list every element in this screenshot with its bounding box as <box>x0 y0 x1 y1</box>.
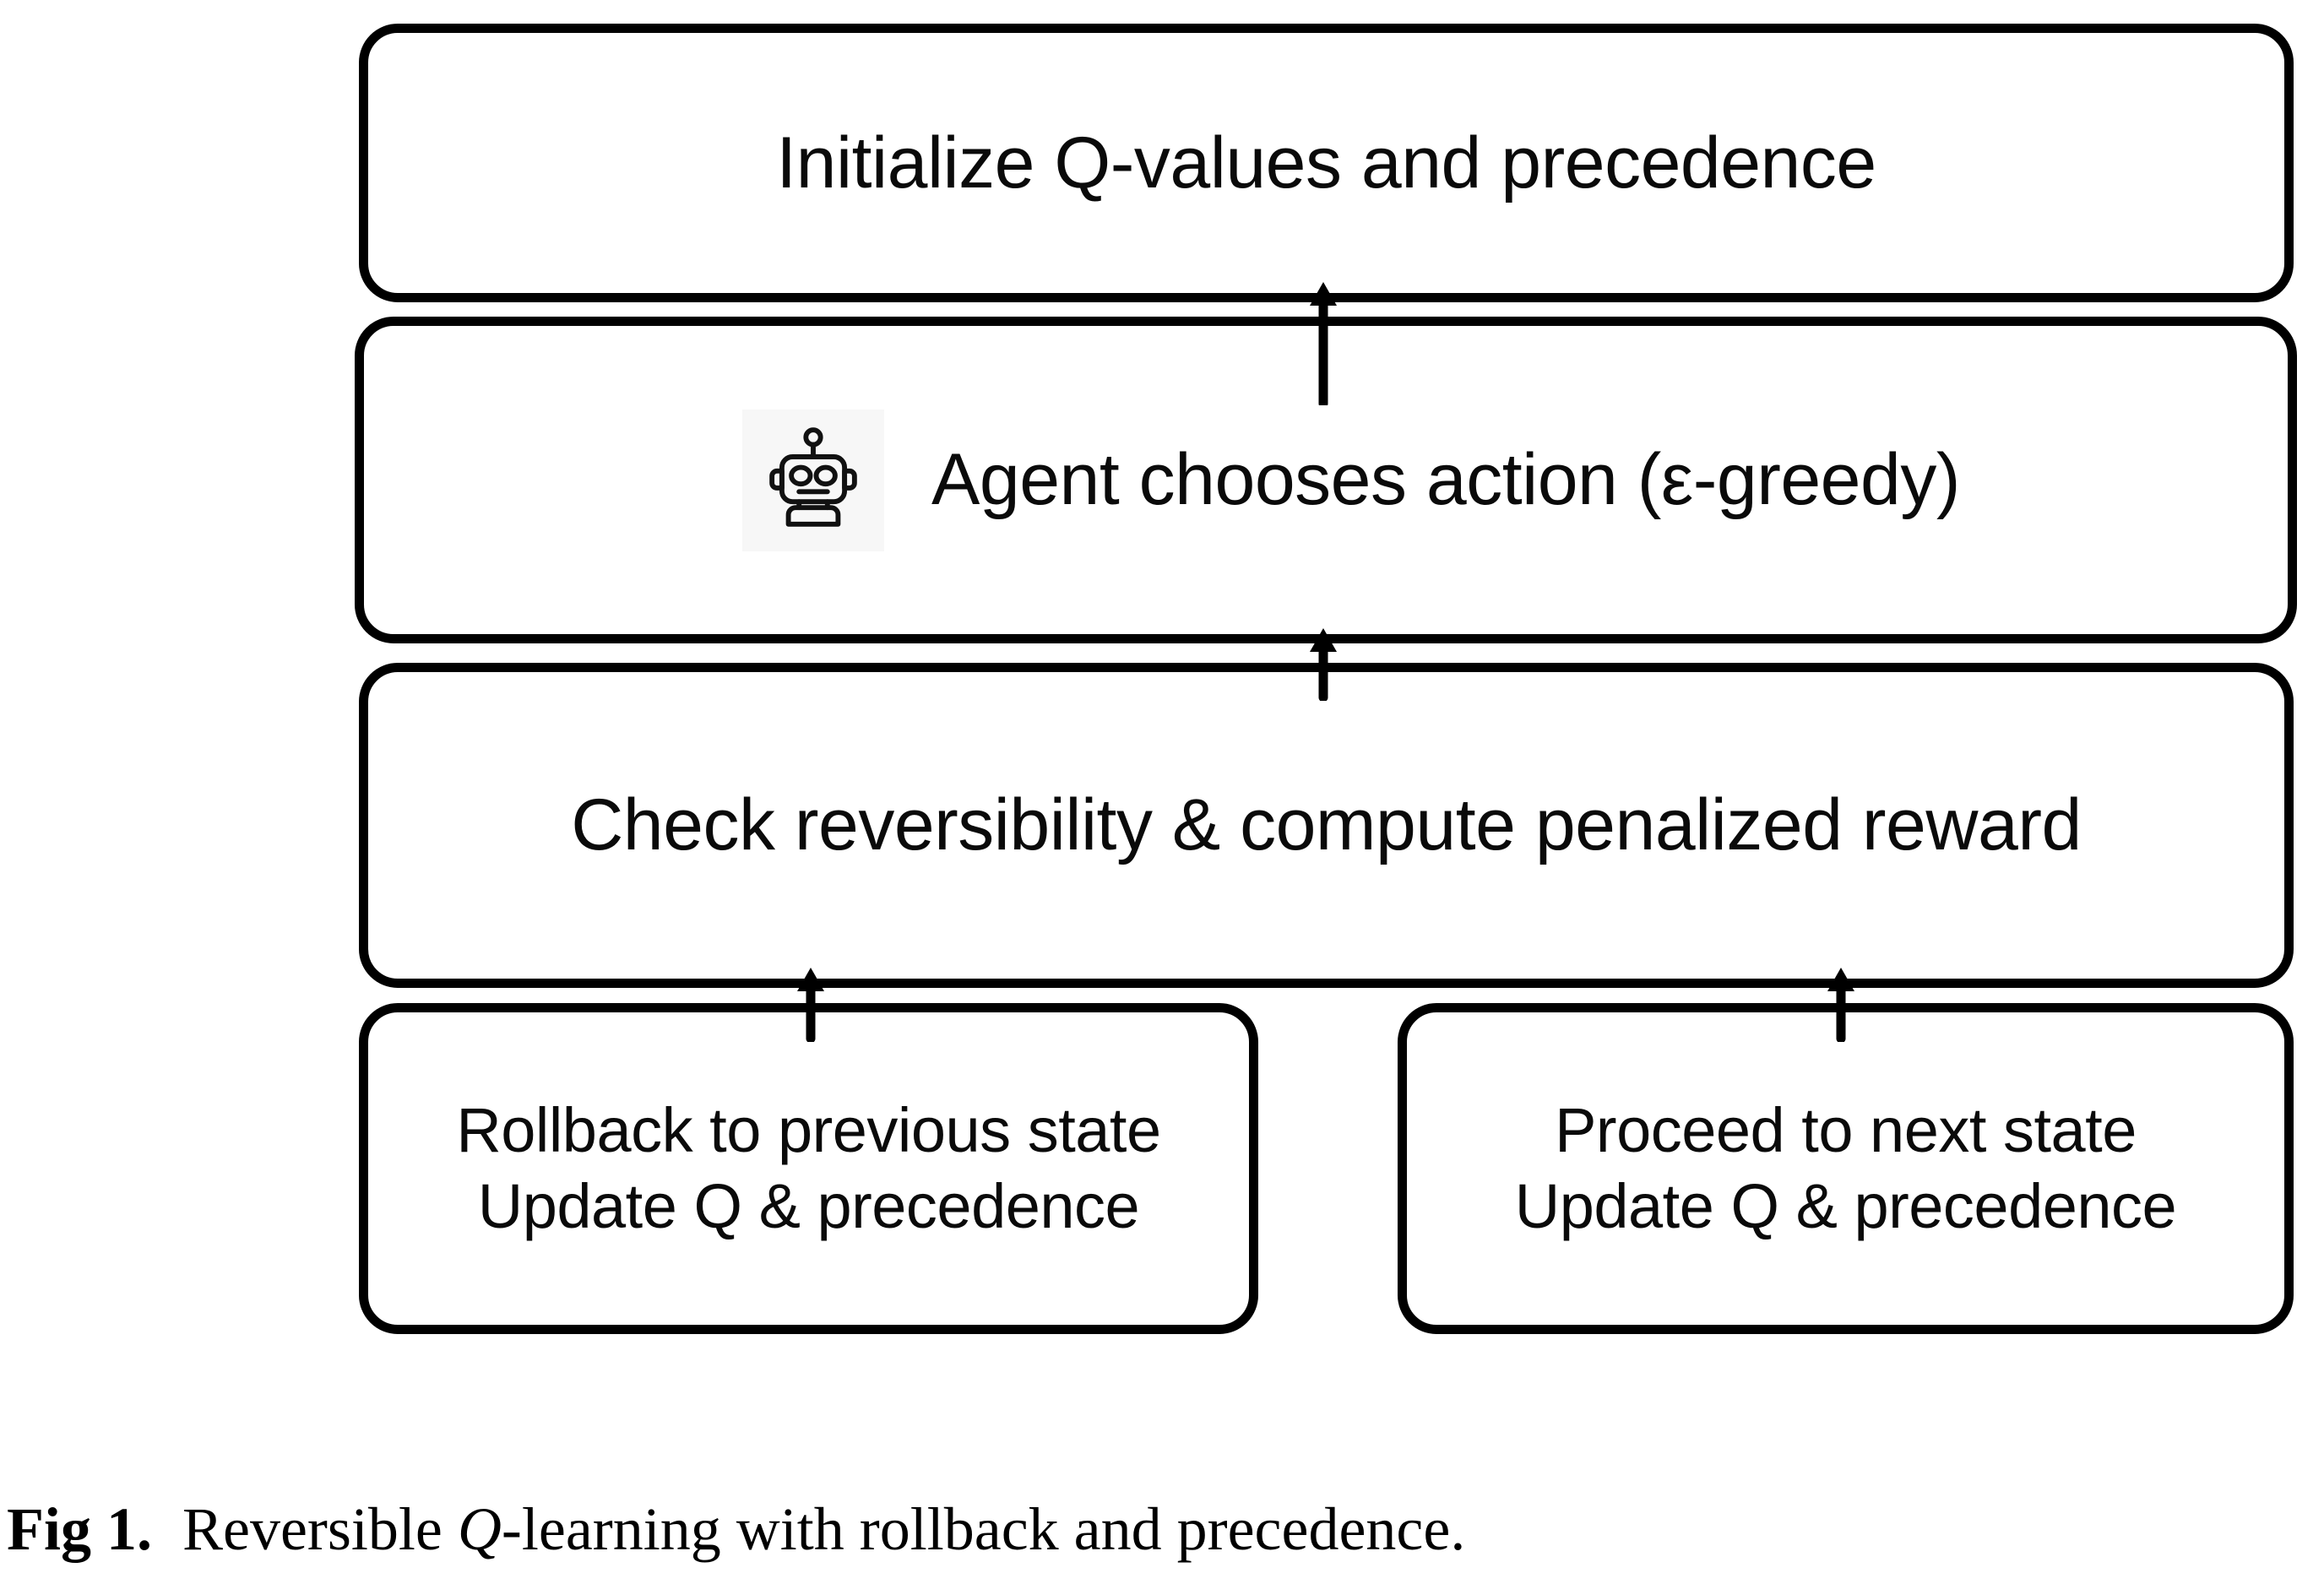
arrow-rollback-to-check <box>777 964 844 1042</box>
agent-row: Agent chooses action (ε-greedy) <box>364 409 2288 551</box>
figure-caption: Fig 1. Reversible Q-learning with rollba… <box>7 1493 2033 1565</box>
figure-caption-after-q: -learning with rollback and precedence. <box>501 1495 1466 1563</box>
flow-node-rollback[interactable]: Rollback to previous state Update Q & pr… <box>359 1003 1258 1334</box>
arrow-check-to-agent <box>1290 625 1357 701</box>
flow-node-agent-label: Agent chooses action (ε-greedy) <box>931 439 1960 521</box>
robot-icon <box>742 409 885 551</box>
flow-node-check[interactable]: Check reversibility & compute penalized … <box>359 663 2294 988</box>
flow-node-proceed[interactable]: Proceed to next state Update Q & precede… <box>1398 1003 2294 1334</box>
flow-node-proceed-label: Proceed to next state Update Q & precede… <box>1514 1094 2177 1241</box>
flow-node-rollback-label: Rollback to previous state Update Q & pr… <box>456 1094 1161 1241</box>
figure-caption-before-q: Reversible <box>182 1495 458 1563</box>
flow-node-initialize-label: Initialize Q-values and precedence <box>776 122 1876 203</box>
arrow-proceed-to-check <box>1807 964 1875 1042</box>
flow-node-check-label: Check reversibility & compute penalized … <box>571 784 2082 866</box>
figure-caption-q-symbol: Q <box>457 1495 502 1563</box>
figure-caption-tag: Fig 1. <box>7 1495 152 1563</box>
flow-node-initialize[interactable]: Initialize Q-values and precedence <box>359 24 2294 302</box>
arrow-agent-to-initialize <box>1290 279 1357 405</box>
